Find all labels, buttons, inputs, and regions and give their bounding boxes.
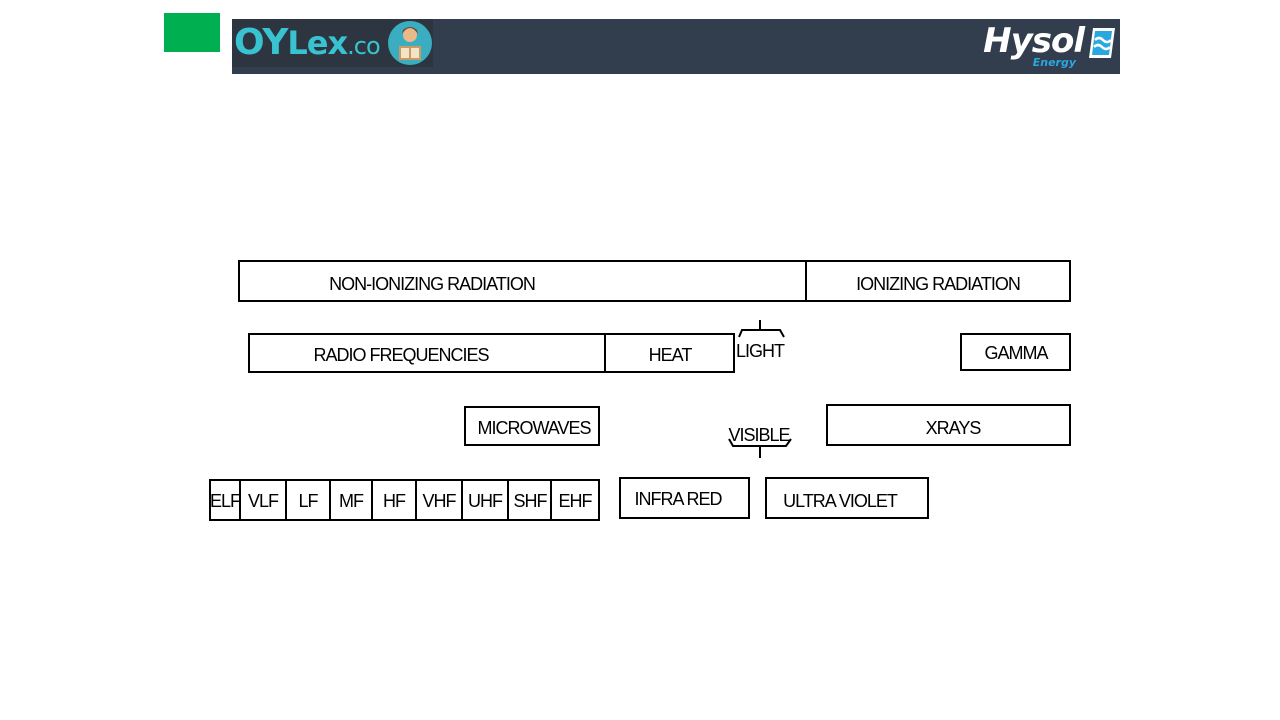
band-shf: SHF bbox=[514, 491, 548, 511]
xrays-box bbox=[826, 404, 1071, 446]
band-vhf: VHF bbox=[423, 491, 457, 511]
reader-mascot-icon bbox=[388, 21, 432, 65]
radio-frequencies-label: RADIO FREQUENCIES bbox=[313, 345, 489, 365]
radio-heat-box bbox=[248, 333, 735, 373]
band-vlf: VLF bbox=[248, 491, 279, 511]
hysol-wordmark[interactable]: Hysol bbox=[983, 21, 1085, 61]
ultra-violet-label: ULTRA VIOLET bbox=[783, 491, 898, 511]
gamma-box bbox=[960, 333, 1071, 371]
frequency-bands-box bbox=[209, 479, 600, 521]
visible-bracket bbox=[728, 438, 792, 458]
oylex-part-lex: Lex bbox=[287, 24, 348, 62]
visible-label: VISIBLE bbox=[728, 425, 790, 445]
hysol-wave-icon bbox=[1089, 28, 1115, 58]
infra-red-box bbox=[619, 477, 750, 519]
oylex-logo[interactable]: OYLex.co bbox=[232, 19, 433, 67]
oylex-wordmark: OYLex.co bbox=[234, 22, 381, 66]
band-hf: HF bbox=[383, 491, 406, 511]
radiation-outer-box bbox=[238, 260, 1071, 302]
band-uhf: UHF bbox=[468, 491, 503, 511]
microwaves-label: MICROWAVES bbox=[477, 418, 591, 438]
heat-label: HEAT bbox=[649, 345, 693, 365]
oylex-part-oy: OY bbox=[234, 22, 288, 63]
band-elf: ELF bbox=[210, 491, 241, 511]
oylex-part-co: .co bbox=[347, 32, 381, 60]
xrays-label: XRAYS bbox=[926, 418, 982, 438]
infra-red-label: INFRA RED bbox=[634, 489, 722, 509]
band-mf: MF bbox=[339, 491, 364, 511]
band-ehf: EHF bbox=[559, 491, 593, 511]
ionizing-label: IONIZING RADIATION bbox=[856, 274, 1020, 294]
non-ionizing-label: NON-IONIZING RADIATION bbox=[329, 274, 535, 294]
accent-square bbox=[164, 13, 220, 52]
header-banner: OYLex.co Hysol Energy bbox=[232, 19, 1120, 74]
hysol-tagline: Energy bbox=[1032, 56, 1076, 69]
gamma-label: GAMMA bbox=[984, 343, 1048, 363]
light-label: LIGHT bbox=[736, 341, 785, 361]
band-lf: LF bbox=[298, 491, 318, 511]
light-bracket bbox=[738, 320, 785, 338]
ultra-violet-box bbox=[765, 477, 929, 519]
microwaves-box bbox=[464, 406, 600, 446]
